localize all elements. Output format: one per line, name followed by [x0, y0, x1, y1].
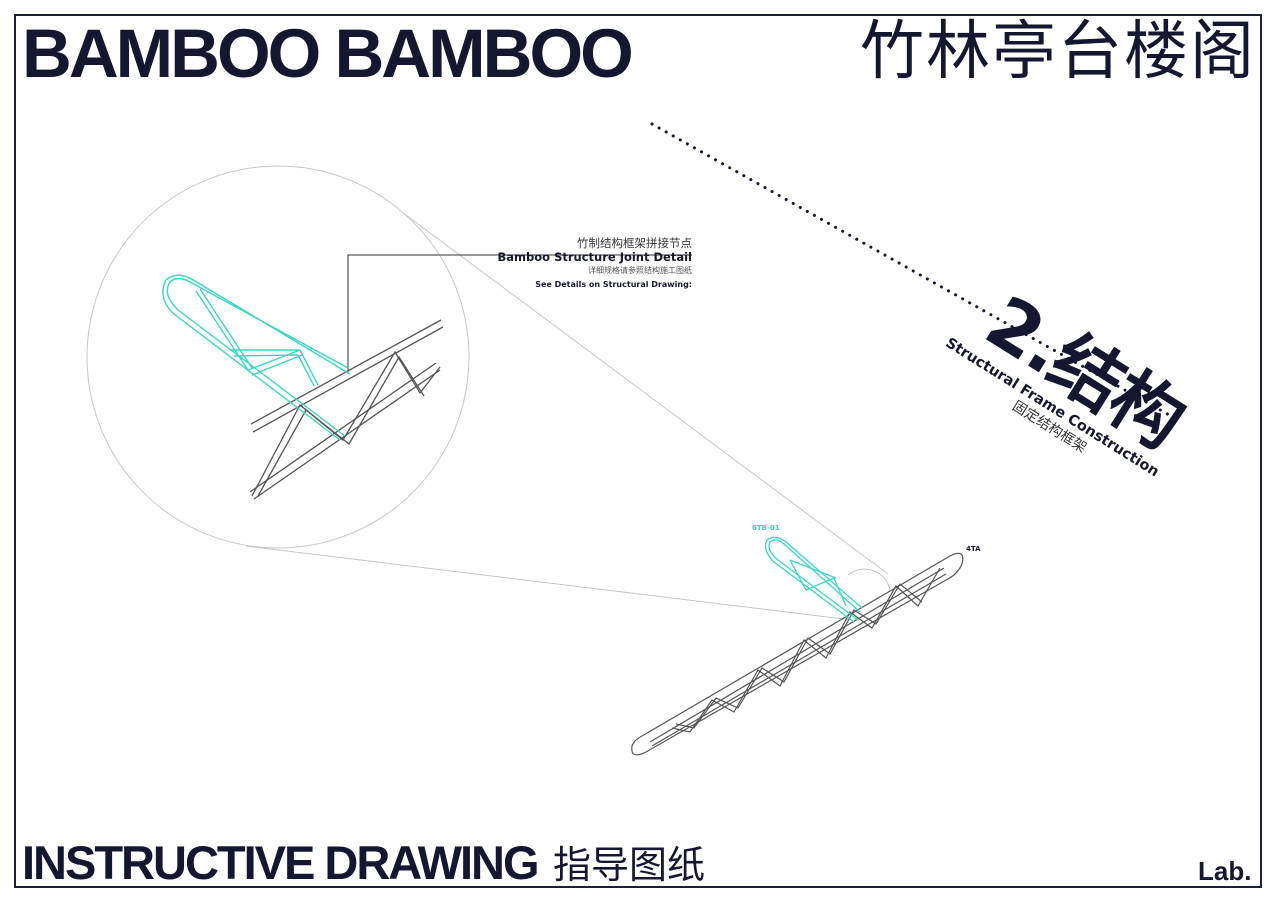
main-truss-label: 4TA [966, 545, 981, 553]
target-circle [847, 568, 891, 591]
detail-magnifier-circle [86, 165, 470, 549]
callout-note-cn: 详细规格请参照结构施工图纸 [588, 266, 692, 275]
detail-gray-frame [249, 319, 444, 500]
cyan-member-label: 6TB-01 [752, 524, 780, 532]
main-cyan-member [764, 536, 863, 623]
main-truss [631, 552, 964, 756]
page-title: BAMBOO BAMBOO [22, 15, 634, 92]
footer-title-chinese: 指导图纸 [553, 843, 706, 887]
callout-leader-line [347, 254, 692, 372]
page-frame [14, 14, 1262, 888]
callout-note-en: See Details on Structural Drawing: [535, 280, 692, 289]
detail-cyan-member [162, 274, 351, 441]
dotted-guide-line [650, 122, 1180, 422]
projection-line-top [405, 214, 889, 575]
footer-title: INSTRUCTIVE DRAWING [22, 836, 540, 889]
page-title-chinese: 竹林亭台楼阁 [860, 15, 1256, 89]
projection-line-bottom [245, 545, 853, 621]
callout-title-cn: 竹制结构框架拼接节点 [577, 236, 692, 250]
callout-title-en: Bamboo Structure Joint Detail [497, 250, 692, 264]
lab-logo: Lab. [1198, 856, 1252, 886]
joint-detail-callout: 竹制结构框架拼接节点 Bamboo Structure Joint Detail… [430, 236, 692, 292]
